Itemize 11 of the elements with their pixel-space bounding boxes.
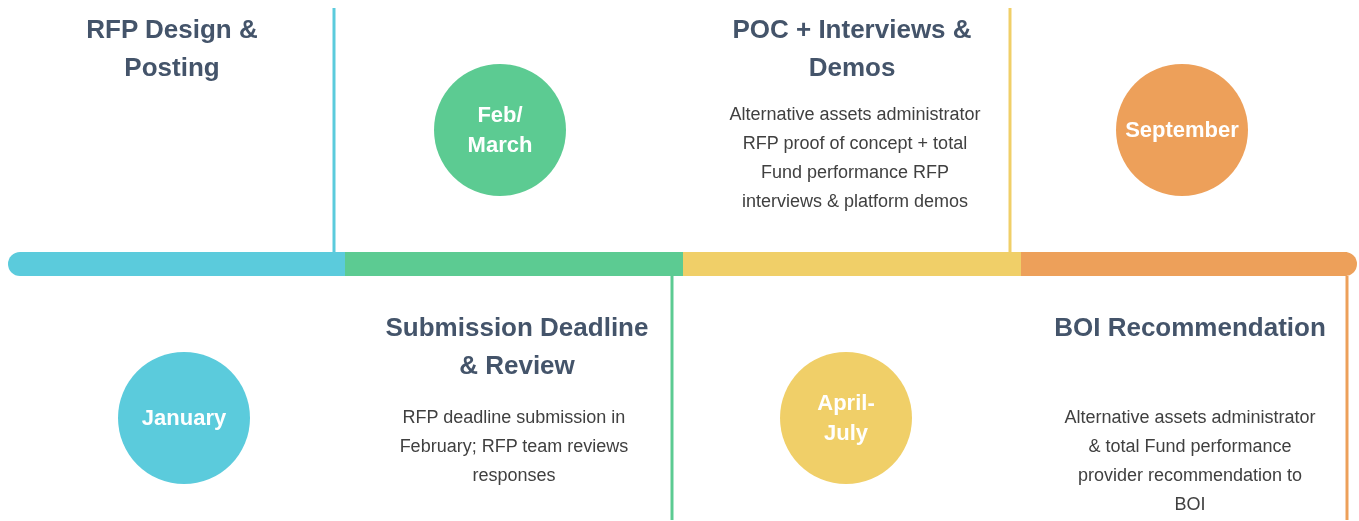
phase-heading: Submission Deadline & Review bbox=[384, 311, 650, 382]
phase-heading: RFP Design & Posting bbox=[85, 13, 259, 84]
phase-description: Alternative assets administrator & total Fund performance provider recommendation to BOI bbox=[1063, 406, 1317, 516]
date-label: September bbox=[1125, 116, 1239, 145]
date-label: April- July bbox=[816, 389, 876, 447]
date-label: January bbox=[141, 404, 227, 433]
phase-heading: BOI Recommendation bbox=[1053, 311, 1327, 344]
date-label: Feb/ March bbox=[466, 101, 534, 159]
phase-heading: POC + Interviews & Demos bbox=[731, 13, 973, 84]
phase-description: Alternative assets administrator RFP proof of concept + total Fund performance RFP interviews & platform demos bbox=[728, 103, 982, 213]
phase-description: RFP deadline submission in February; RFP team reviews responses bbox=[398, 406, 630, 487]
